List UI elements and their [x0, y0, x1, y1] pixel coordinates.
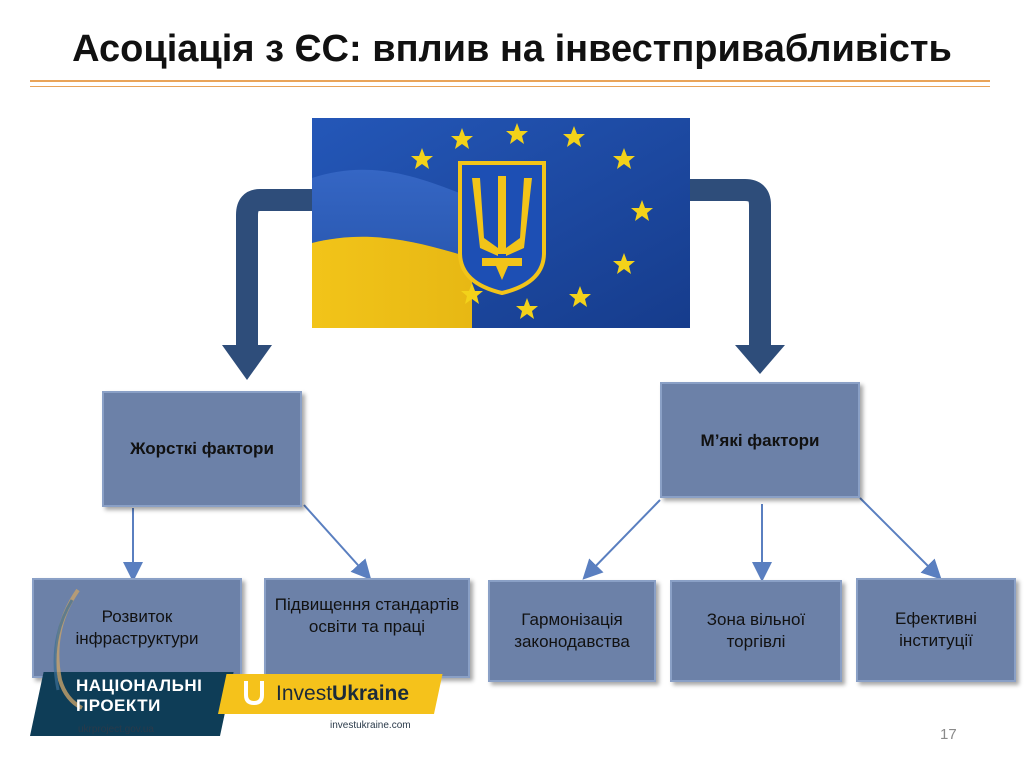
invest-bold: Ukraine [332, 682, 410, 705]
left-flow-arrow [222, 189, 312, 380]
standards-box: Підвищення стандартів освіти та праці [264, 578, 470, 678]
institutions-box: Ефективні інституції [856, 578, 1016, 682]
national-projects-url: ukrproject.gov.ua [78, 724, 154, 735]
slide-title: Асоціація з ЄС: вплив на інвестприваблив… [72, 28, 952, 70]
soft-factors-box: М’які фактори [660, 382, 860, 498]
title-underline-thin [30, 86, 990, 87]
eu-ukraine-flag-image [312, 118, 690, 328]
invest-ukraine-label: InvestUkraine [276, 682, 409, 706]
connector-arrow [582, 499, 661, 580]
connector-arrow [303, 504, 372, 580]
free-trade-box: Зона вільної торгівлі [670, 580, 842, 682]
infrastructure-box: Розвиток інфраструктури [32, 578, 242, 678]
invest-ukraine-url: investukraine.com [330, 720, 411, 731]
title-underline [30, 80, 990, 82]
connector-arrow [859, 497, 942, 580]
right-flow-arrow [690, 179, 785, 374]
national-projects-label: НАЦІОНАЛЬНІ ПРОЕКТИ [76, 676, 202, 716]
invest-ukraine-u-icon [244, 681, 264, 706]
flag-icon [312, 118, 690, 328]
national-projects-line2: ПРОЕКТИ [76, 696, 161, 715]
page-number: 17 [940, 726, 957, 743]
national-projects-line1: НАЦІОНАЛЬНІ [76, 676, 203, 695]
legislation-box: Гармонізація законодавства [488, 580, 656, 682]
invest-prefix: Invest [276, 682, 333, 705]
hard-factors-box: Жорсткі фактори [102, 391, 302, 507]
